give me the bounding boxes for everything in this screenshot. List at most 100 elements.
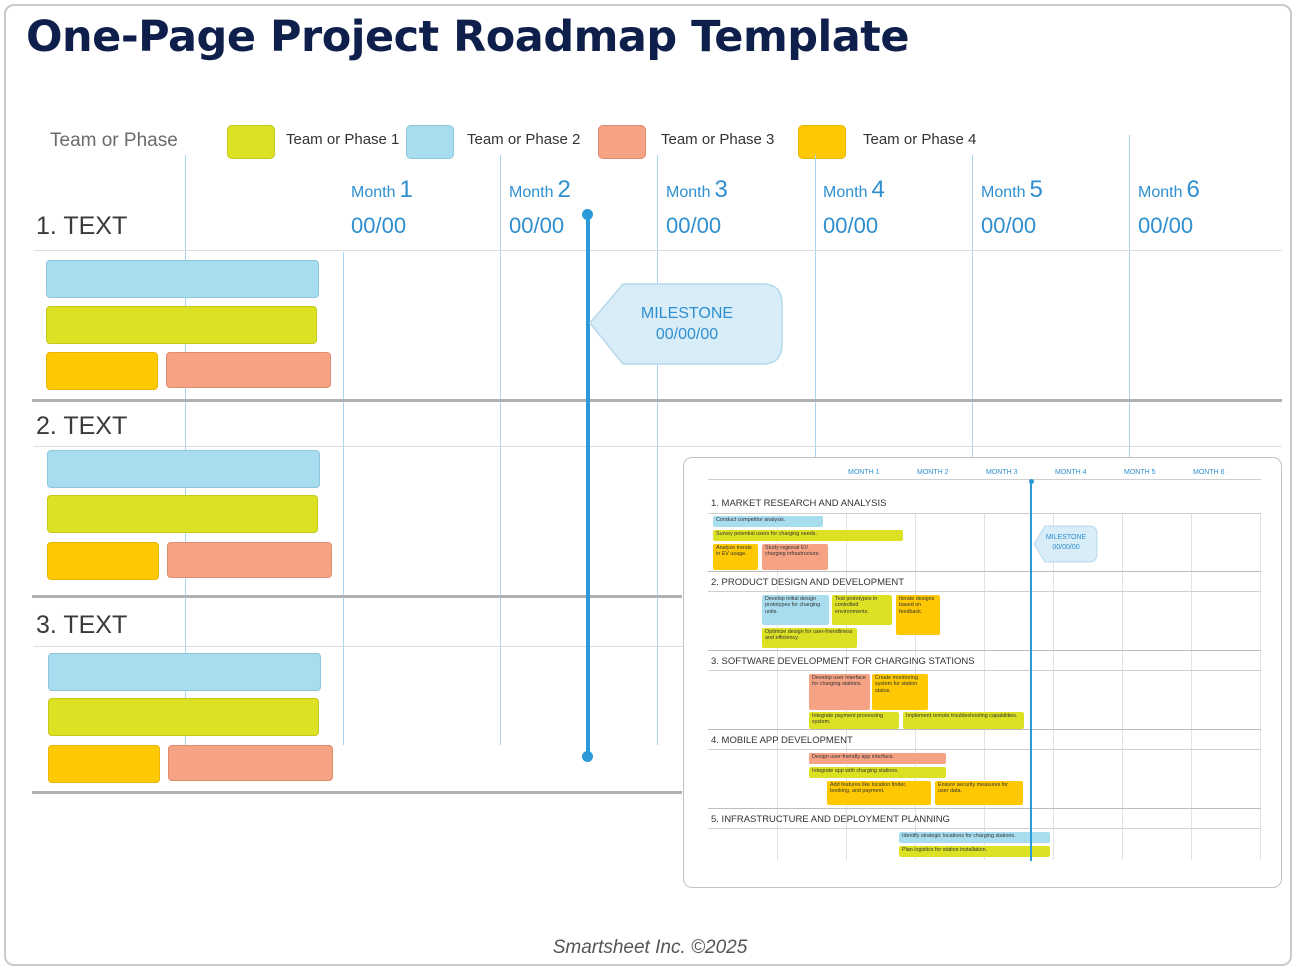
task-bar-blue[interactable] — [46, 260, 319, 298]
task-bar-yellow[interactable] — [47, 542, 159, 580]
milestone-dot-top — [582, 209, 593, 220]
task-bar-salmon[interactable] — [168, 745, 333, 781]
milestone-callout[interactable] — [588, 282, 788, 368]
example-milestone-date: 00/00/00 — [1052, 544, 1080, 551]
milestone-label: MILESTONE — [640, 305, 734, 322]
month-date-2: 00/00 — [509, 213, 565, 238]
legend-heading: Team or Phase — [50, 130, 178, 151]
example-milestone-line — [1030, 481, 1032, 861]
grid-line-month-6 — [1129, 135, 1130, 457]
grid-line-month-4 — [815, 155, 816, 457]
example-milestone-label: MILESTONE — [1045, 534, 1087, 541]
example-task: Implement remote troubleshooting capabil… — [903, 712, 1024, 729]
example-task: Add features like location finder, booki… — [827, 781, 931, 805]
example-grid-line — [1260, 513, 1261, 860]
task-bar-salmon[interactable] — [167, 542, 332, 578]
section-divider-2 — [34, 446, 1282, 447]
task-bar-salmon[interactable] — [166, 352, 331, 388]
example-section-separator — [708, 808, 1261, 809]
example-task: Plan logistics for station installation. — [899, 846, 1050, 857]
task-bar-yellow[interactable] — [46, 352, 158, 390]
milestone-line — [586, 214, 590, 756]
example-task: Analyze trends in EV usage. — [713, 544, 758, 570]
example-task: Design user-friendly app interface. — [809, 753, 946, 764]
footer-copyright: Smartsheet Inc. ©2025 — [552, 937, 748, 958]
task-bar-yellow[interactable] — [48, 745, 160, 783]
section-title-3: 3. TEXT — [36, 611, 128, 639]
example-task: Integrate payment processing system. — [809, 712, 899, 729]
page-title: One-Page Project Roadmap Template — [26, 12, 910, 62]
example-task: Optimize design for user-friendliness an… — [762, 628, 857, 648]
task-bar-green[interactable] — [46, 306, 317, 344]
legend-swatch-phase-2 — [406, 125, 454, 159]
legend-label-phase-4: Team or Phase 4 — [863, 131, 977, 148]
example-header-divider — [708, 479, 1261, 480]
legend-swatch-phase-1 — [227, 125, 275, 159]
milestone-dot-bottom — [582, 751, 593, 762]
grid-line-month-3 — [657, 155, 658, 745]
example-task: Create monitoring system for station sta… — [872, 674, 928, 710]
example-section-title-5: 5. INFRASTRUCTURE AND DEPLOYMENT PLANNIN… — [711, 814, 950, 825]
section-title-2: 2. TEXT — [36, 412, 128, 440]
example-section-title-3: 3. SOFTWARE DEVELOPMENT FOR CHARGING STA… — [711, 656, 975, 667]
example-milestone-callout — [1033, 525, 1098, 563]
example-section-separator — [708, 571, 1261, 572]
example-task: Identify strategic locations for chargin… — [899, 832, 1050, 843]
legend-label-phase-3: Team or Phase 3 — [661, 131, 775, 148]
section-title-1: 1. TEXT — [36, 212, 128, 240]
example-task: Ensure security measures for user data. — [935, 781, 1023, 805]
example-month-4: MONTH 4 — [1055, 469, 1087, 476]
example-preview: MONTH 1 MONTH 2 MONTH 3 MONTH 4 MONTH 5 … — [683, 457, 1282, 888]
section-separator-2 — [32, 595, 682, 598]
example-section-divider — [708, 591, 1261, 592]
section-separator-3 — [32, 791, 682, 794]
grid-line-month-1 — [343, 252, 344, 745]
example-task: Develop initial design prototypes for ch… — [762, 595, 829, 625]
example-month-3: MONTH 3 — [986, 469, 1018, 476]
example-task: Survey potential users for charging need… — [713, 530, 903, 541]
example-task: Study regional EV charging infrastructur… — [762, 544, 828, 570]
section-divider-3 — [34, 646, 684, 647]
legend-label-phase-2: Team or Phase 2 — [467, 131, 581, 148]
example-section-divider — [708, 749, 1261, 750]
legend-label-phase-1: Team or Phase 1 — [286, 131, 400, 148]
example-milestone-dot — [1029, 479, 1034, 484]
task-bar-blue[interactable] — [47, 450, 320, 488]
task-bar-green[interactable] — [47, 495, 318, 533]
grid-line-month-5 — [972, 155, 973, 457]
example-section-divider — [708, 513, 1261, 514]
example-milestone-callout-text: MILESTONE 00/00/00 — [1038, 533, 1094, 553]
month-date-1: 00/00 — [351, 213, 407, 238]
example-month-2: MONTH 2 — [917, 469, 949, 476]
example-section-title-1: 1. MARKET RESEARCH AND ANALYSIS — [711, 498, 887, 509]
example-grid-line — [777, 513, 778, 860]
example-task: Iterate designs based on feedback. — [896, 595, 940, 635]
example-task: Integrate app with charging stations. — [809, 767, 946, 778]
example-section-title-2: 2. PRODUCT DESIGN AND DEVELOPMENT — [711, 577, 905, 588]
example-grid-line — [1191, 513, 1192, 860]
task-bar-blue[interactable] — [48, 653, 321, 691]
example-section-divider — [708, 828, 1261, 829]
milestone-date: 00/00/00 — [655, 326, 719, 343]
month-date-6: 00/00 — [1138, 213, 1194, 238]
example-month-6: MONTH 6 — [1193, 469, 1225, 476]
section-separator-1 — [32, 399, 1282, 402]
month-date-5: 00/00 — [981, 213, 1037, 238]
task-bar-green[interactable] — [48, 698, 319, 736]
example-section-title-4: 4. MOBILE APP DEVELOPMENT — [711, 735, 853, 746]
grid-line-month-2 — [500, 155, 501, 745]
example-grid-line — [1122, 513, 1123, 860]
section-divider-1 — [34, 250, 1282, 251]
legend-swatch-phase-3 — [598, 125, 646, 159]
milestone-callout-text: MILESTONE 00/00/00 — [612, 303, 762, 345]
example-task: Test prototypes in controlled environmen… — [832, 595, 892, 625]
page-frame — [4, 4, 1292, 966]
example-task: Develop user interface for charging stat… — [809, 674, 870, 710]
example-section-divider — [708, 670, 1261, 671]
